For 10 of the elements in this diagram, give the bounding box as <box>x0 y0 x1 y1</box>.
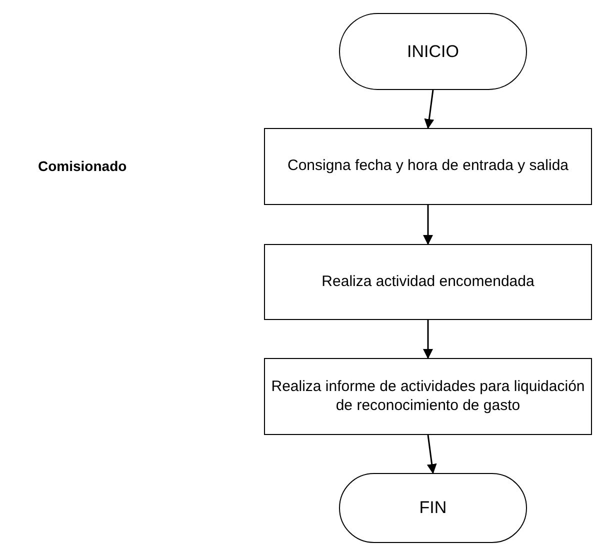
arrow <box>424 90 434 129</box>
process-box: Consigna fecha y hora de entrada y salida <box>264 128 592 205</box>
arrow <box>423 205 433 245</box>
arrow <box>426 434 437 474</box>
process-box: Realiza actividad encomendada <box>264 244 592 320</box>
terminal-shape: INICIO <box>339 13 527 90</box>
arrow <box>423 320 433 359</box>
lane-label: Comisionado <box>38 157 127 176</box>
terminal-shape: FIN <box>339 473 527 543</box>
process-box: Realiza informe de actividades para liquidación de reconocimiento de gasto <box>264 358 592 435</box>
